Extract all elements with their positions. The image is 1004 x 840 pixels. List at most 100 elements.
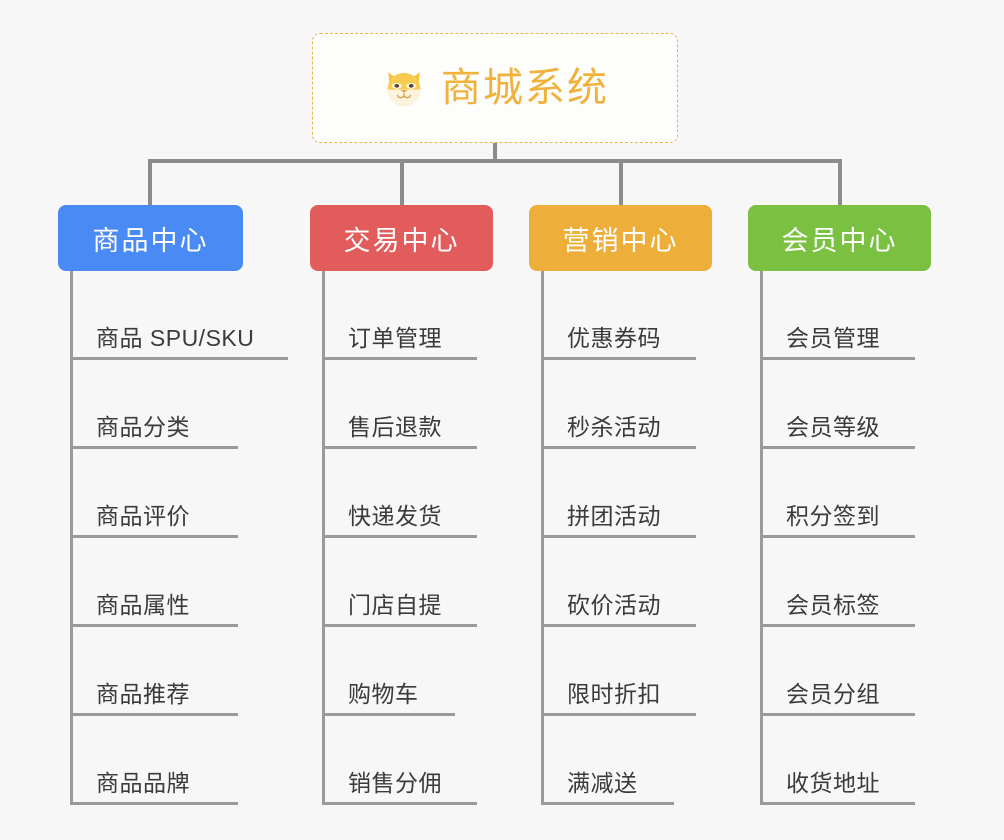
- leaf-list-3: 优惠券码 秒杀活动 拼团活动 砍价活动 限时折扣 满减送: [529, 271, 749, 805]
- leaf-item[interactable]: 秒杀活动: [541, 360, 696, 449]
- leaf-label: 限时折扣: [567, 681, 661, 707]
- leaf-item[interactable]: 商品 SPU/SKU: [70, 271, 288, 360]
- leaf-list-4: 会员管理 会员等级 积分签到 会员标签 会员分组 收货地址: [748, 271, 968, 805]
- leaf-underline: [322, 713, 455, 716]
- leaf-underline: [70, 535, 238, 538]
- leaf-item[interactable]: 会员等级: [760, 360, 915, 449]
- leaf-item[interactable]: 砍价活动: [541, 538, 696, 627]
- branch-header-3[interactable]: 营销中心: [529, 205, 712, 271]
- leaf-item[interactable]: 快递发货: [322, 449, 477, 538]
- connector-drop-3: [619, 159, 623, 205]
- leaf-spine-1: [70, 271, 73, 805]
- leaf-label: 秒杀活动: [567, 414, 661, 440]
- connector-horizontal-bar: [148, 159, 842, 163]
- branch-column-2: 交易中心 订单管理 售后退款 快递发货 门店自提 购物车: [310, 205, 530, 805]
- branch-label-3: 营销中心: [562, 225, 679, 256]
- leaf-item[interactable]: 售后退款: [322, 360, 477, 449]
- leaf-spine-3: [541, 271, 544, 805]
- branch-header-4[interactable]: 会员中心: [748, 205, 931, 271]
- leaf-underline: [322, 357, 477, 360]
- leaf-label: 会员管理: [786, 325, 880, 351]
- branch-header-1[interactable]: 商品中心: [58, 205, 243, 271]
- leaf-label: 会员分组: [786, 681, 880, 707]
- leaf-spine-4: [760, 271, 763, 805]
- leaf-underline: [70, 624, 238, 627]
- leaf-underline: [760, 713, 915, 716]
- root-node[interactable]: 商城系统: [312, 33, 678, 143]
- leaf-underline: [760, 357, 915, 360]
- leaf-label: 订单管理: [348, 325, 442, 351]
- leaf-label: 满减送: [567, 770, 638, 796]
- leaf-label: 优惠券码: [567, 325, 661, 351]
- leaf-item[interactable]: 商品推荐: [70, 627, 238, 716]
- leaf-label: 商品推荐: [96, 681, 190, 707]
- leaf-underline: [541, 535, 696, 538]
- leaf-label: 收货地址: [786, 770, 880, 796]
- connector-drop-2: [400, 159, 404, 205]
- branch-column-3: 营销中心 优惠券码 秒杀活动 拼团活动 砍价活动 限时折扣: [529, 205, 749, 805]
- branch-column-1: 商品中心 商品 SPU/SKU 商品分类 商品评价 商品属性 商品推荐: [58, 205, 298, 805]
- leaf-underline: [541, 624, 696, 627]
- leaf-item[interactable]: 商品评价: [70, 449, 238, 538]
- leaf-label: 商品 SPU/SKU: [96, 325, 255, 351]
- leaf-underline: [760, 446, 915, 449]
- leaf-underline: [541, 357, 696, 360]
- leaf-item[interactable]: 会员管理: [760, 271, 915, 360]
- leaf-label: 商品分类: [96, 414, 190, 440]
- root-title: 商城系统: [441, 66, 609, 110]
- leaf-item[interactable]: 满减送: [541, 716, 674, 805]
- leaf-item[interactable]: 商品品牌: [70, 716, 238, 805]
- leaf-item[interactable]: 收货地址: [760, 716, 915, 805]
- connector-drop-1: [148, 159, 152, 205]
- leaf-item[interactable]: 优惠券码: [541, 271, 696, 360]
- leaf-label: 会员标签: [786, 592, 880, 618]
- leaf-underline: [70, 357, 288, 360]
- leaf-label: 购物车: [348, 681, 419, 707]
- leaf-list-2: 订单管理 售后退款 快递发货 门店自提 购物车 销售分佣: [310, 271, 530, 805]
- leaf-item[interactable]: 会员分组: [760, 627, 915, 716]
- leaf-label: 积分签到: [786, 503, 880, 529]
- leaf-underline: [70, 446, 238, 449]
- leaf-label: 快递发货: [348, 503, 442, 529]
- leaf-item[interactable]: 商品分类: [70, 360, 238, 449]
- leaf-underline: [760, 802, 915, 805]
- leaf-item[interactable]: 门店自提: [322, 538, 477, 627]
- leaf-underline: [322, 446, 477, 449]
- leaf-label: 售后退款: [348, 414, 442, 440]
- leaf-label: 商品属性: [96, 592, 190, 618]
- leaf-underline: [541, 802, 674, 805]
- branch-label-4: 会员中心: [781, 225, 898, 256]
- leaf-label: 商品品牌: [96, 770, 190, 796]
- leaf-item[interactable]: 会员标签: [760, 538, 915, 627]
- leaf-underline: [70, 802, 238, 805]
- leaf-underline: [760, 535, 915, 538]
- leaf-item[interactable]: 拼团活动: [541, 449, 696, 538]
- leaf-label: 砍价活动: [567, 592, 661, 618]
- branch-header-2[interactable]: 交易中心: [310, 205, 493, 271]
- leaf-underline: [322, 802, 477, 805]
- leaf-underline: [322, 535, 477, 538]
- leaf-item[interactable]: 购物车: [322, 627, 455, 716]
- leaf-item[interactable]: 商品属性: [70, 538, 238, 627]
- leaf-item[interactable]: 销售分佣: [322, 716, 477, 805]
- leaf-underline: [322, 624, 477, 627]
- leaf-label: 会员等级: [786, 414, 880, 440]
- leaf-underline: [70, 713, 238, 716]
- leaf-item[interactable]: 限时折扣: [541, 627, 696, 716]
- leaf-underline: [541, 446, 696, 449]
- leaf-item[interactable]: 订单管理: [322, 271, 477, 360]
- leaf-label: 门店自提: [348, 592, 442, 618]
- branch-label-1: 商品中心: [92, 225, 209, 256]
- leaf-list-1: 商品 SPU/SKU 商品分类 商品评价 商品属性 商品推荐 商品品牌: [58, 271, 298, 805]
- leaf-label: 拼团活动: [567, 503, 661, 529]
- leaf-item[interactable]: 积分签到: [760, 449, 915, 538]
- branch-column-4: 会员中心 会员管理 会员等级 积分签到 会员标签 会员分组: [748, 205, 968, 805]
- leaf-label: 商品评价: [96, 503, 190, 529]
- leaf-underline: [760, 624, 915, 627]
- connector-stem: [493, 143, 497, 163]
- branch-label-2: 交易中心: [343, 225, 460, 256]
- shiba-dog-face-icon: [381, 65, 427, 111]
- connector-drop-4: [838, 159, 842, 205]
- leaf-underline: [541, 713, 696, 716]
